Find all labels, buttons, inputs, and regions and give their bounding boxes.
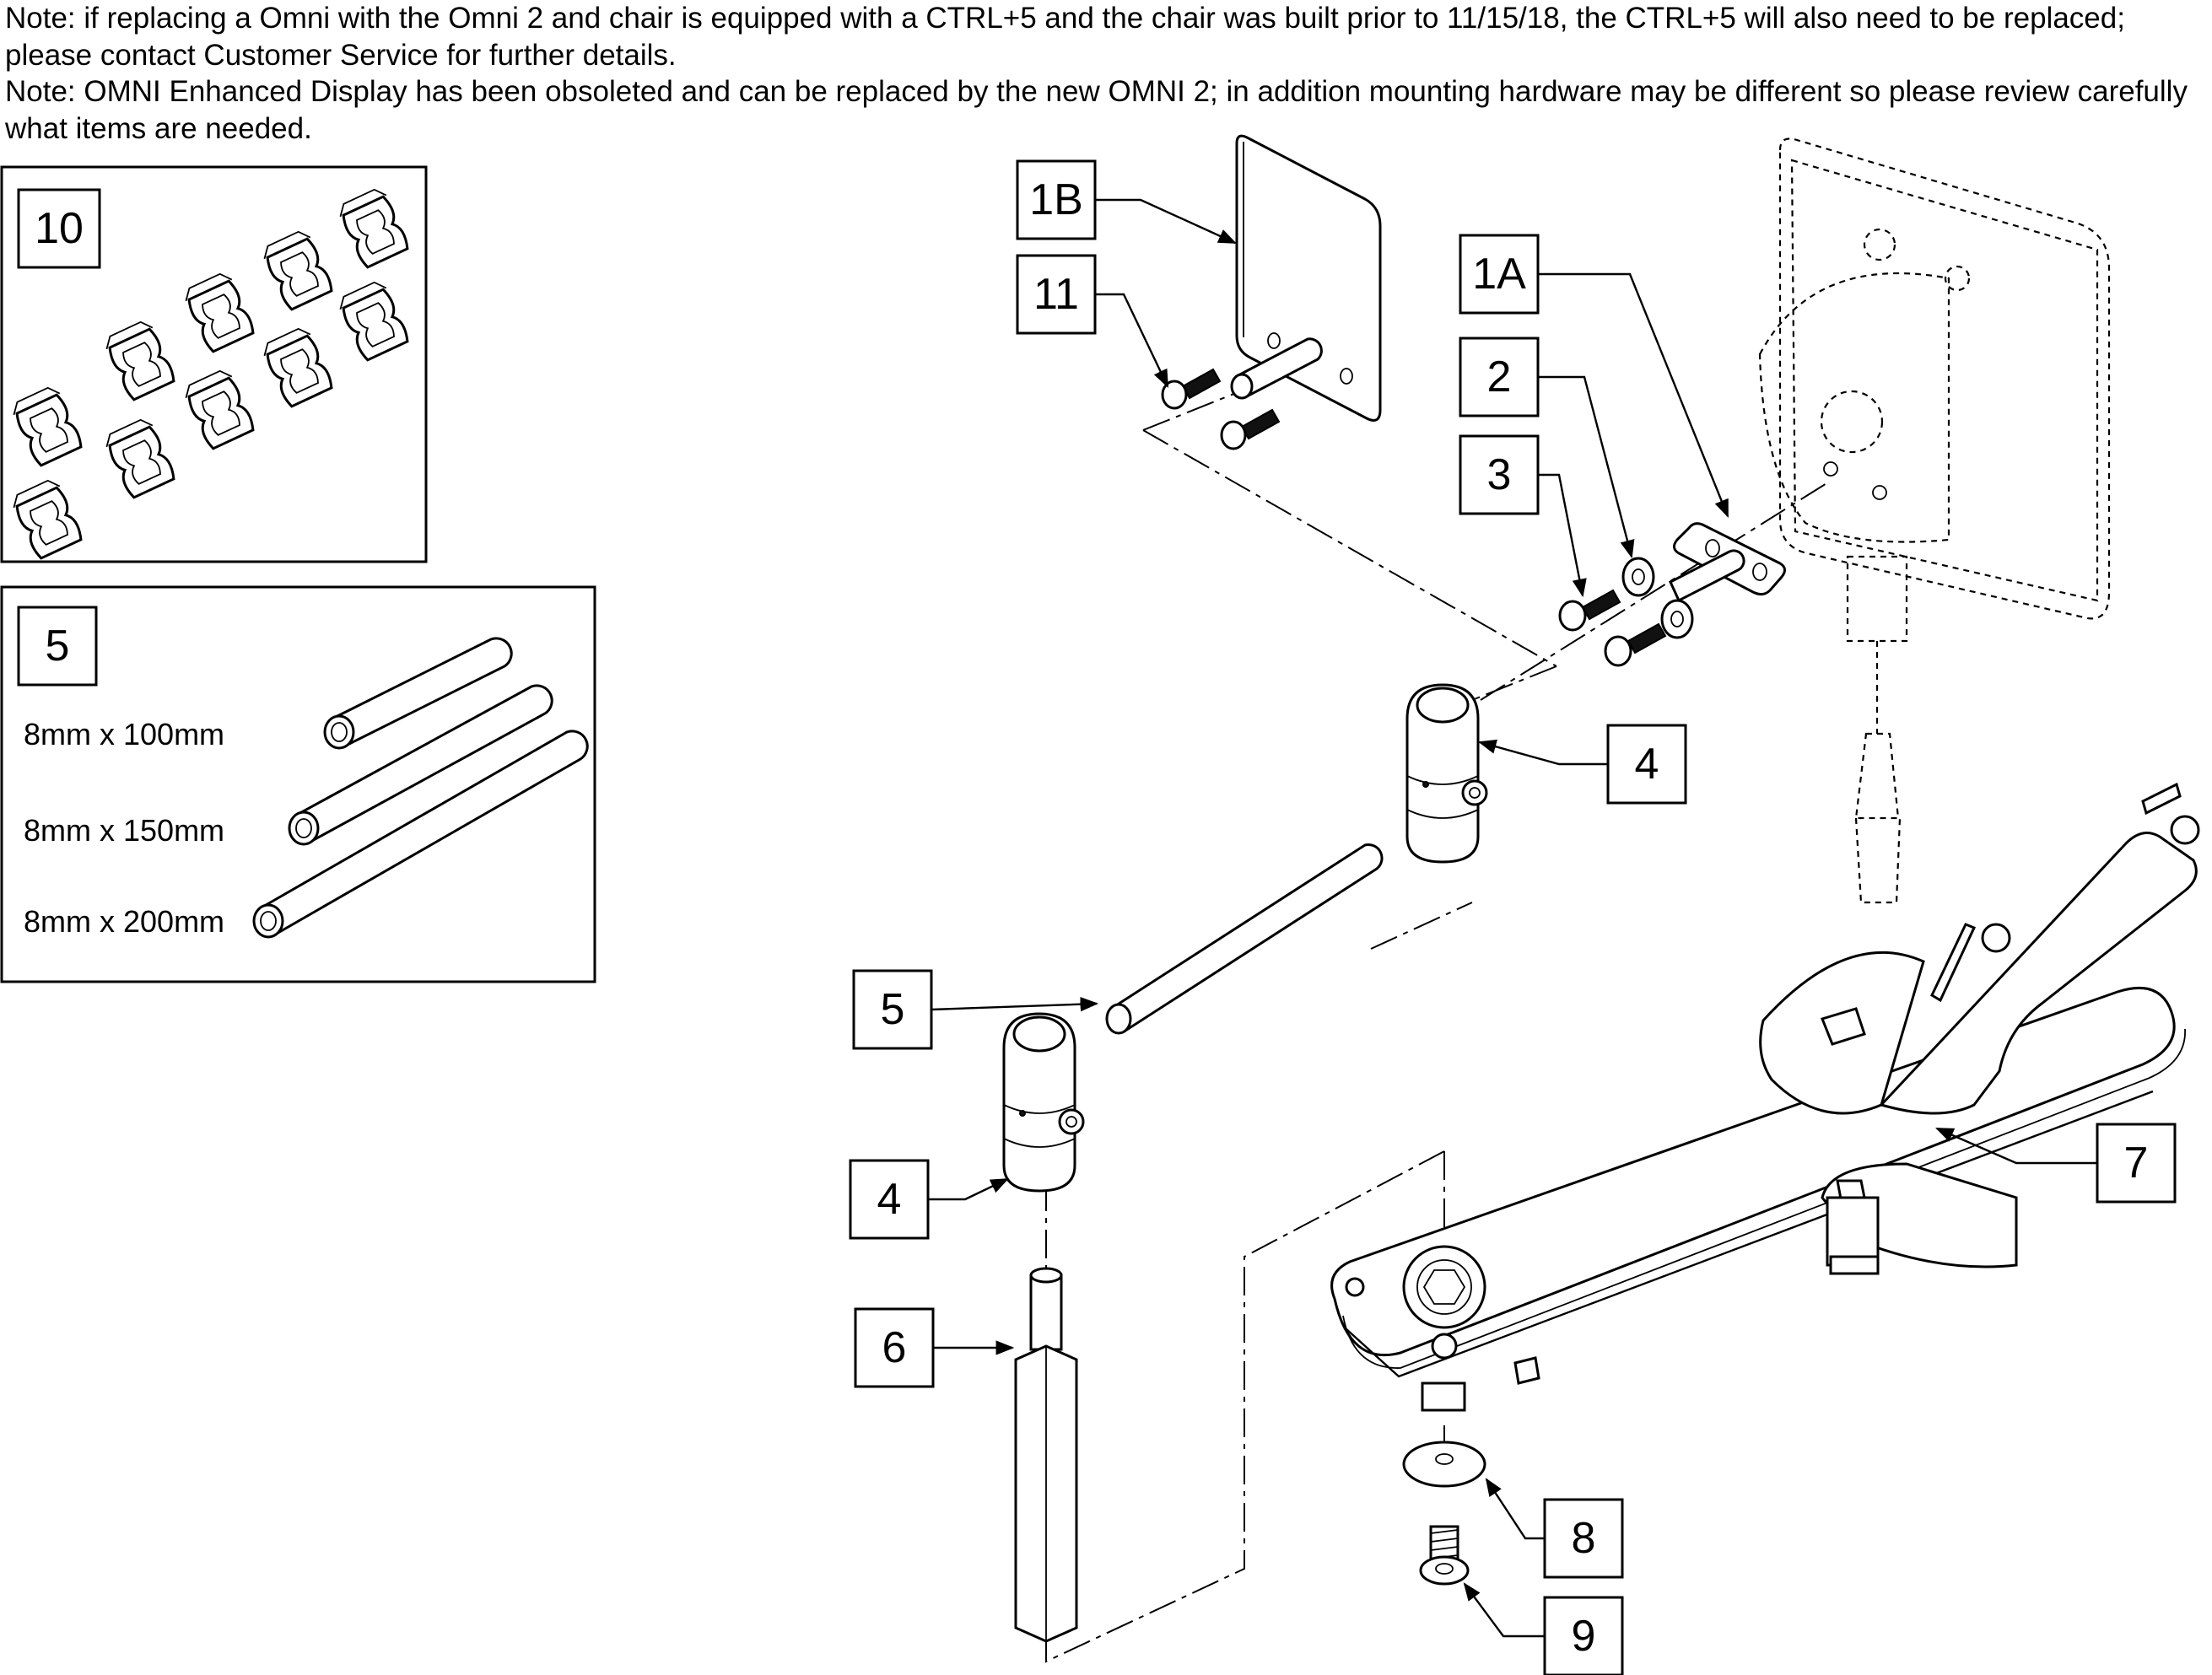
callout-11: 11 [1033,270,1079,319]
assembly-center-lines [1045,389,1832,1663]
notes-block: Note: if replacing a Omni with the Omni … [5,0,2199,147]
part-9-screw [1419,1525,1470,1586]
inset-cable-clips: 10 [0,165,428,563]
cable-clip-icon [13,386,83,467]
cable-clip-icons [13,188,409,560]
callout-10: 10 [35,204,84,253]
callouts: 1B 11 1A 2 3 4 5 4 6 7 8 9 [849,159,2177,1675]
cable-clip-icon [263,327,333,408]
rod-150-drawing [288,684,553,846]
cable-clip-icon [185,272,255,353]
callout-6: 6 [882,1323,907,1372]
cable-clip-icon [105,320,175,401]
note-ctrl5: Note: if replacing a Omni with the Omni … [5,2,2125,72]
cable-clip-icon [339,281,409,362]
callout-5: 5 [881,985,905,1034]
part-4-upper-clamp [1405,683,1488,864]
callout-1A: 1A [1472,250,1526,299]
note-omni-obsolete: Note: OMNI Enhanced Display has been obs… [5,75,2188,145]
part-4-lower-clamp [1002,1012,1085,1193]
rod-size-100: 8mm x 100mm [24,717,224,751]
inset-rods: 5 8mm x 100mm 8mm x 150mm 8mm x 200mm [0,585,596,983]
callout-9: 9 [1572,1612,1596,1661]
rod-200-drawing [252,730,589,939]
omni-display-phantom [1758,137,2111,904]
callout-3: 3 [1487,450,1512,499]
callout-8: 8 [1572,1514,1596,1563]
part-8-washer [1402,1441,1486,1488]
part-5-rod [1105,843,1384,1035]
leader-lines [928,198,2097,1638]
callout-2: 2 [1487,353,1512,401]
cable-clip-icon [185,369,255,450]
part-11-screws [1161,337,1323,450]
callout-4-lower: 4 [877,1175,902,1224]
part-1B-cover-plate [1235,134,1382,422]
callout-7: 7 [2124,1139,2149,1188]
inset-rods-label: 5 [46,622,70,671]
cable-clip-icon [263,230,333,311]
rod-size-200: 8mm x 200mm [24,904,224,939]
part-2-washers [1621,557,1694,639]
rod-100-drawing [323,637,513,750]
cable-clip-icon [13,479,83,560]
part-6-hex-post [1014,1267,1078,1643]
cable-clip-icon [105,418,175,499]
callout-1B: 1B [1029,175,1083,224]
cable-clip-icon [339,188,409,269]
part-3-screws [1558,589,1667,667]
rod-size-150: 8mm x 150mm [24,813,224,848]
callout-4-upper: 4 [1635,740,1659,789]
part-7-mounting-arm [1330,782,2200,1412]
part-1A-bracket [1669,522,1786,603]
